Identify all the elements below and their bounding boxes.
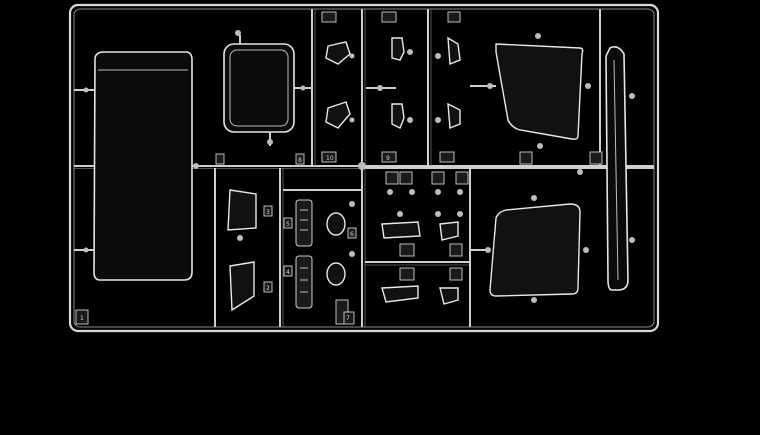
hood-panel-part [74, 51, 193, 281]
runner-tabs: 1 7 9 [75, 155, 583, 325]
light-bar-part [589, 46, 635, 291]
part-number-label: 7 [346, 315, 350, 322]
part-number-label: 8 [298, 157, 302, 164]
part-number-label: 9 [386, 155, 390, 162]
part-number-label: 2 [266, 285, 270, 292]
part-number-label: 4 [286, 269, 290, 276]
part-number-label: 6 [350, 231, 354, 238]
side-window-upper-part [470, 33, 591, 165]
indicator-parts [435, 11, 461, 163]
round-lens-parts: 6 [326, 201, 357, 325]
mirror-parts [366, 11, 413, 163]
headlight-lens-parts [381, 211, 463, 305]
grille-parts: 5 4 [283, 199, 313, 309]
window-frame-part: 8 [215, 30, 312, 165]
quarter-window-parts: 3 2 [227, 189, 273, 312]
small-lens-parts: 10 [321, 11, 355, 163]
part-number-label: 10 [326, 155, 334, 162]
part-number-label: 3 [266, 209, 270, 216]
part-number-label: 1 [80, 315, 84, 322]
vertical-runners [214, 9, 601, 327]
part-number-label: 5 [286, 221, 290, 228]
side-window-lower-part [470, 195, 589, 303]
